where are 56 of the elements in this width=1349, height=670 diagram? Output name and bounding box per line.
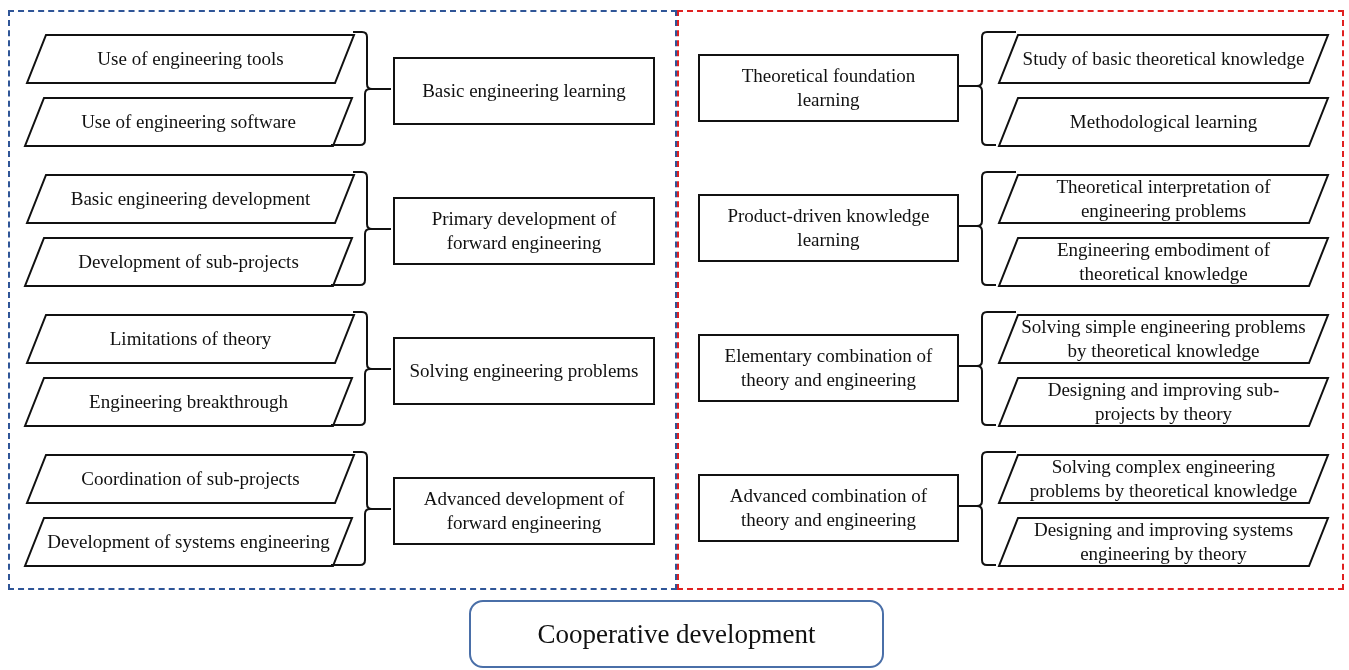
process-box	[393, 477, 655, 545]
brace-connector	[330, 88, 392, 146]
node-label: Solving complex engineering problems by theoretical knowledge	[1028, 455, 1299, 503]
node-label: Basic engineering development	[70, 187, 311, 211]
parallelogram-box	[998, 517, 1329, 567]
node-label: Advanced development of forward engineering	[422, 487, 626, 535]
process-box	[393, 337, 655, 405]
parallelogram-box	[998, 377, 1329, 427]
node-label: Theoretical foundation learning	[740, 64, 917, 112]
node-label: Study of basic theoretical knowledge	[1022, 47, 1305, 71]
process-box	[698, 54, 959, 122]
parallelogram-box	[26, 174, 355, 224]
parallelogram-box	[998, 97, 1329, 147]
dashed-group-frame	[8, 10, 677, 590]
node-label: Development of sub-projects	[78, 250, 299, 274]
rounded-box	[469, 600, 884, 668]
parallelogram-box	[24, 97, 353, 147]
node-label: Use of engineering tools	[97, 47, 284, 71]
node-label: Primary development of forward engineering	[430, 207, 618, 255]
node-label: Cooperative development	[537, 618, 816, 650]
brace-connector	[330, 508, 392, 566]
node-label: Engineering embodiment of theoretical knowledge	[1055, 238, 1272, 286]
node-label: Coordination of sub-projects	[81, 467, 300, 491]
node-label: Basic engineering learning	[422, 79, 626, 103]
parallelogram-box	[26, 314, 355, 364]
parallelogram-box	[998, 34, 1329, 84]
parallelogram-box	[26, 454, 355, 504]
node-label: Designing and improving systems engineering by theory	[1032, 518, 1295, 566]
process-box	[698, 194, 959, 262]
parallelogram-box	[998, 454, 1329, 504]
node-label: Elementary combination of theory and engineering	[723, 344, 934, 392]
process-box	[393, 197, 655, 265]
parallelogram-box	[998, 237, 1329, 287]
node-label: Theoretical interpretation of engineering problems	[1055, 175, 1272, 223]
node-label: Limitations of theory	[109, 327, 272, 351]
node-label: Engineering breakthrough	[89, 390, 288, 414]
parallelogram-box	[24, 377, 353, 427]
node-label: Advanced combination of theory and engineering	[728, 484, 929, 532]
node-label: Methodological learning	[1069, 110, 1258, 134]
parallelogram-box	[998, 314, 1329, 364]
parallelogram-box	[24, 237, 353, 287]
node-label: Designing and improving sub-projects by theory	[1046, 378, 1281, 426]
node-label: Solving simple engineering problems by theoretical knowledge	[1020, 315, 1307, 363]
brace-connector	[330, 228, 392, 286]
node-label: Product-driven knowledge learning	[726, 204, 931, 252]
process-box	[698, 334, 959, 402]
node-label: Solving engineering problems	[409, 359, 639, 383]
process-box	[393, 57, 655, 125]
process-box	[698, 474, 959, 542]
node-label: Development of systems engineering	[47, 530, 330, 554]
dashed-group-frame	[677, 10, 1344, 590]
parallelogram-box	[24, 517, 353, 567]
parallelogram-box	[26, 34, 355, 84]
parallelogram-box	[998, 174, 1329, 224]
brace-connector	[330, 368, 392, 426]
node-label: Use of engineering software	[81, 110, 296, 134]
